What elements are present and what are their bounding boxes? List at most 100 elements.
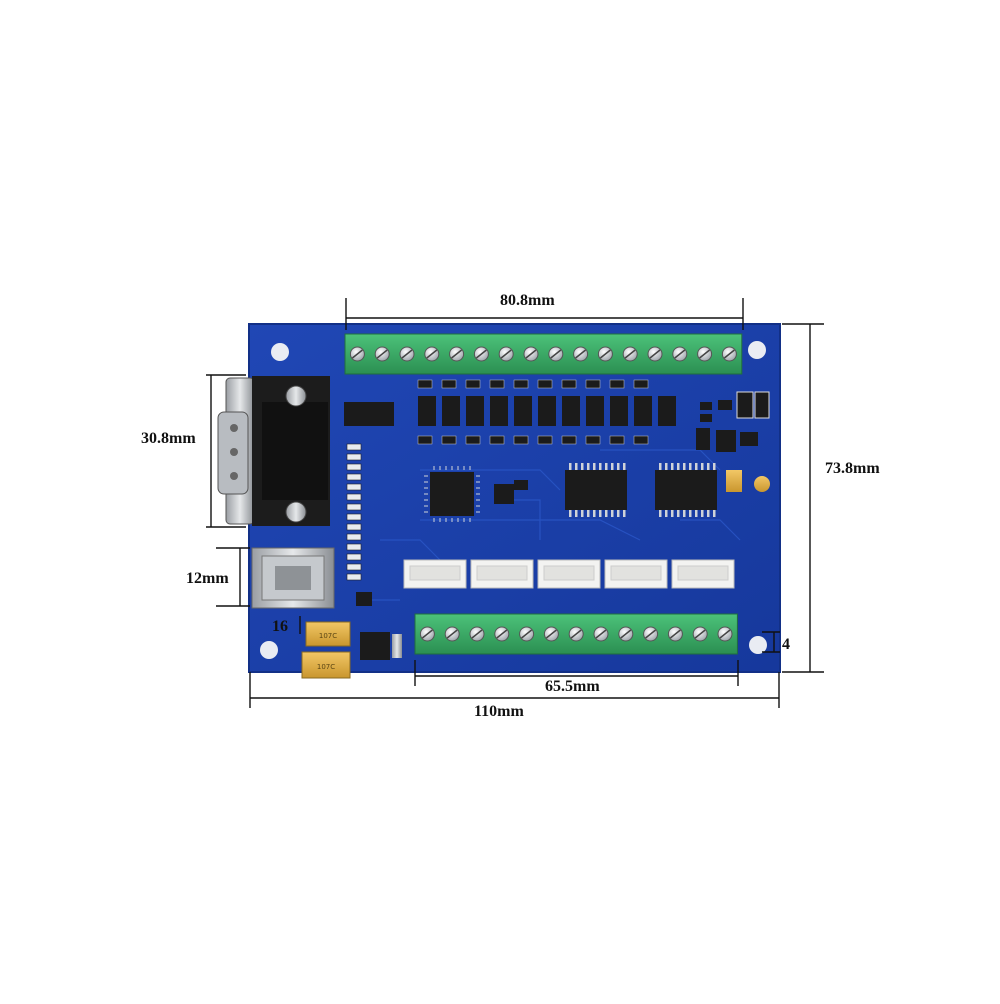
smd-led [346,473,362,481]
driver-ic-left [565,470,627,510]
ic-pin [701,463,704,470]
optocoupler [610,396,628,426]
ic-pin [701,510,704,517]
optocoupler [586,396,604,426]
ic-pin [593,510,596,517]
screw-slot [620,629,632,639]
ic-pin [575,510,578,517]
ic-pin [599,463,602,470]
led-column [346,443,362,581]
ic-pin [581,463,584,470]
db-connector [217,376,330,526]
screw-slot [521,629,533,639]
smd-led [346,553,362,561]
capacitor-label: 107C [317,663,335,671]
ic-pin [689,510,692,517]
optocoupler [562,396,580,426]
ic-pin [707,463,710,470]
screw-slot [669,629,681,639]
screw-slot [575,349,587,359]
dimension-terminal-offset: 4 [782,636,790,653]
dimension-board-height: 73.8mm [825,460,880,477]
ic-pin [713,510,716,517]
optocoupler [490,396,508,426]
usb-b-connector [251,547,335,609]
optocoupler [634,396,652,426]
screw-slot [624,349,636,359]
smd-resistor [513,379,529,389]
dimension-connector-height: 30.8mm [141,430,196,447]
screw-slot [500,349,512,359]
ic-pin [611,463,614,470]
screw-slot [595,629,607,639]
screw-slot [351,349,363,359]
mounting-hole [271,343,289,361]
jst-connector-row [403,559,735,589]
ic-pin [677,463,680,470]
jst-socket [610,565,662,581]
smd-resistor [537,379,553,389]
smd-led [346,523,362,531]
ic-pin [605,463,608,470]
mounting-holes [260,341,767,659]
pcb-traces [360,449,741,601]
screw-slot [496,629,508,639]
mounting-hole [749,636,767,654]
smd-led [346,483,362,491]
screw-slot [421,629,433,639]
jst-socket [409,565,461,581]
smd-resistor [537,435,553,445]
smd-resistor [441,379,457,389]
smd-resistor [465,435,481,445]
jst-socket [476,565,528,581]
ic-pin [581,510,584,517]
small-chip [514,480,528,490]
ic-pin [587,463,590,470]
smd-led [346,463,362,471]
ic-pin [707,510,710,517]
dimension-usb-offset: 16 [272,618,288,635]
ic-pins [569,463,716,517]
smd-resistor [561,435,577,445]
tantalum-capacitor: 107C [305,621,351,647]
ic-pin [623,510,626,517]
smd-resistor [489,379,505,389]
smd-led [346,513,362,521]
optocoupler-row [344,396,676,426]
ic-pin [689,463,692,470]
smd-resistor [417,379,433,389]
smd-led [346,443,362,451]
screw-slot [401,349,413,359]
ic-pin [659,510,662,517]
voltage-regulator [356,592,402,660]
smd-led [346,573,362,581]
smd-led [346,493,362,501]
screw-slot [645,629,657,639]
screw-slot [376,349,388,359]
screw-slot [545,629,557,639]
ic-pin [599,510,602,517]
smd-resistor [465,379,481,389]
ic-pin [605,510,608,517]
mounting-hole [748,341,766,359]
smd-led [346,563,362,571]
ic-pin [713,463,716,470]
smd-resistor [585,435,601,445]
ic-pin [569,510,572,517]
ic-pin [665,463,668,470]
screw-slot [649,349,661,359]
ic-pin [617,463,620,470]
smd-led [346,543,362,551]
screw-slot [426,349,438,359]
dimension-usb-height: 12mm [186,570,229,587]
optocoupler [466,396,484,426]
smd-led [346,503,362,511]
optocoupler [442,396,460,426]
jst-socket [543,565,595,581]
smd-resistor [561,379,577,389]
screw-slot [694,629,706,639]
mounting-hole [260,641,278,659]
smd-resistor [489,435,505,445]
